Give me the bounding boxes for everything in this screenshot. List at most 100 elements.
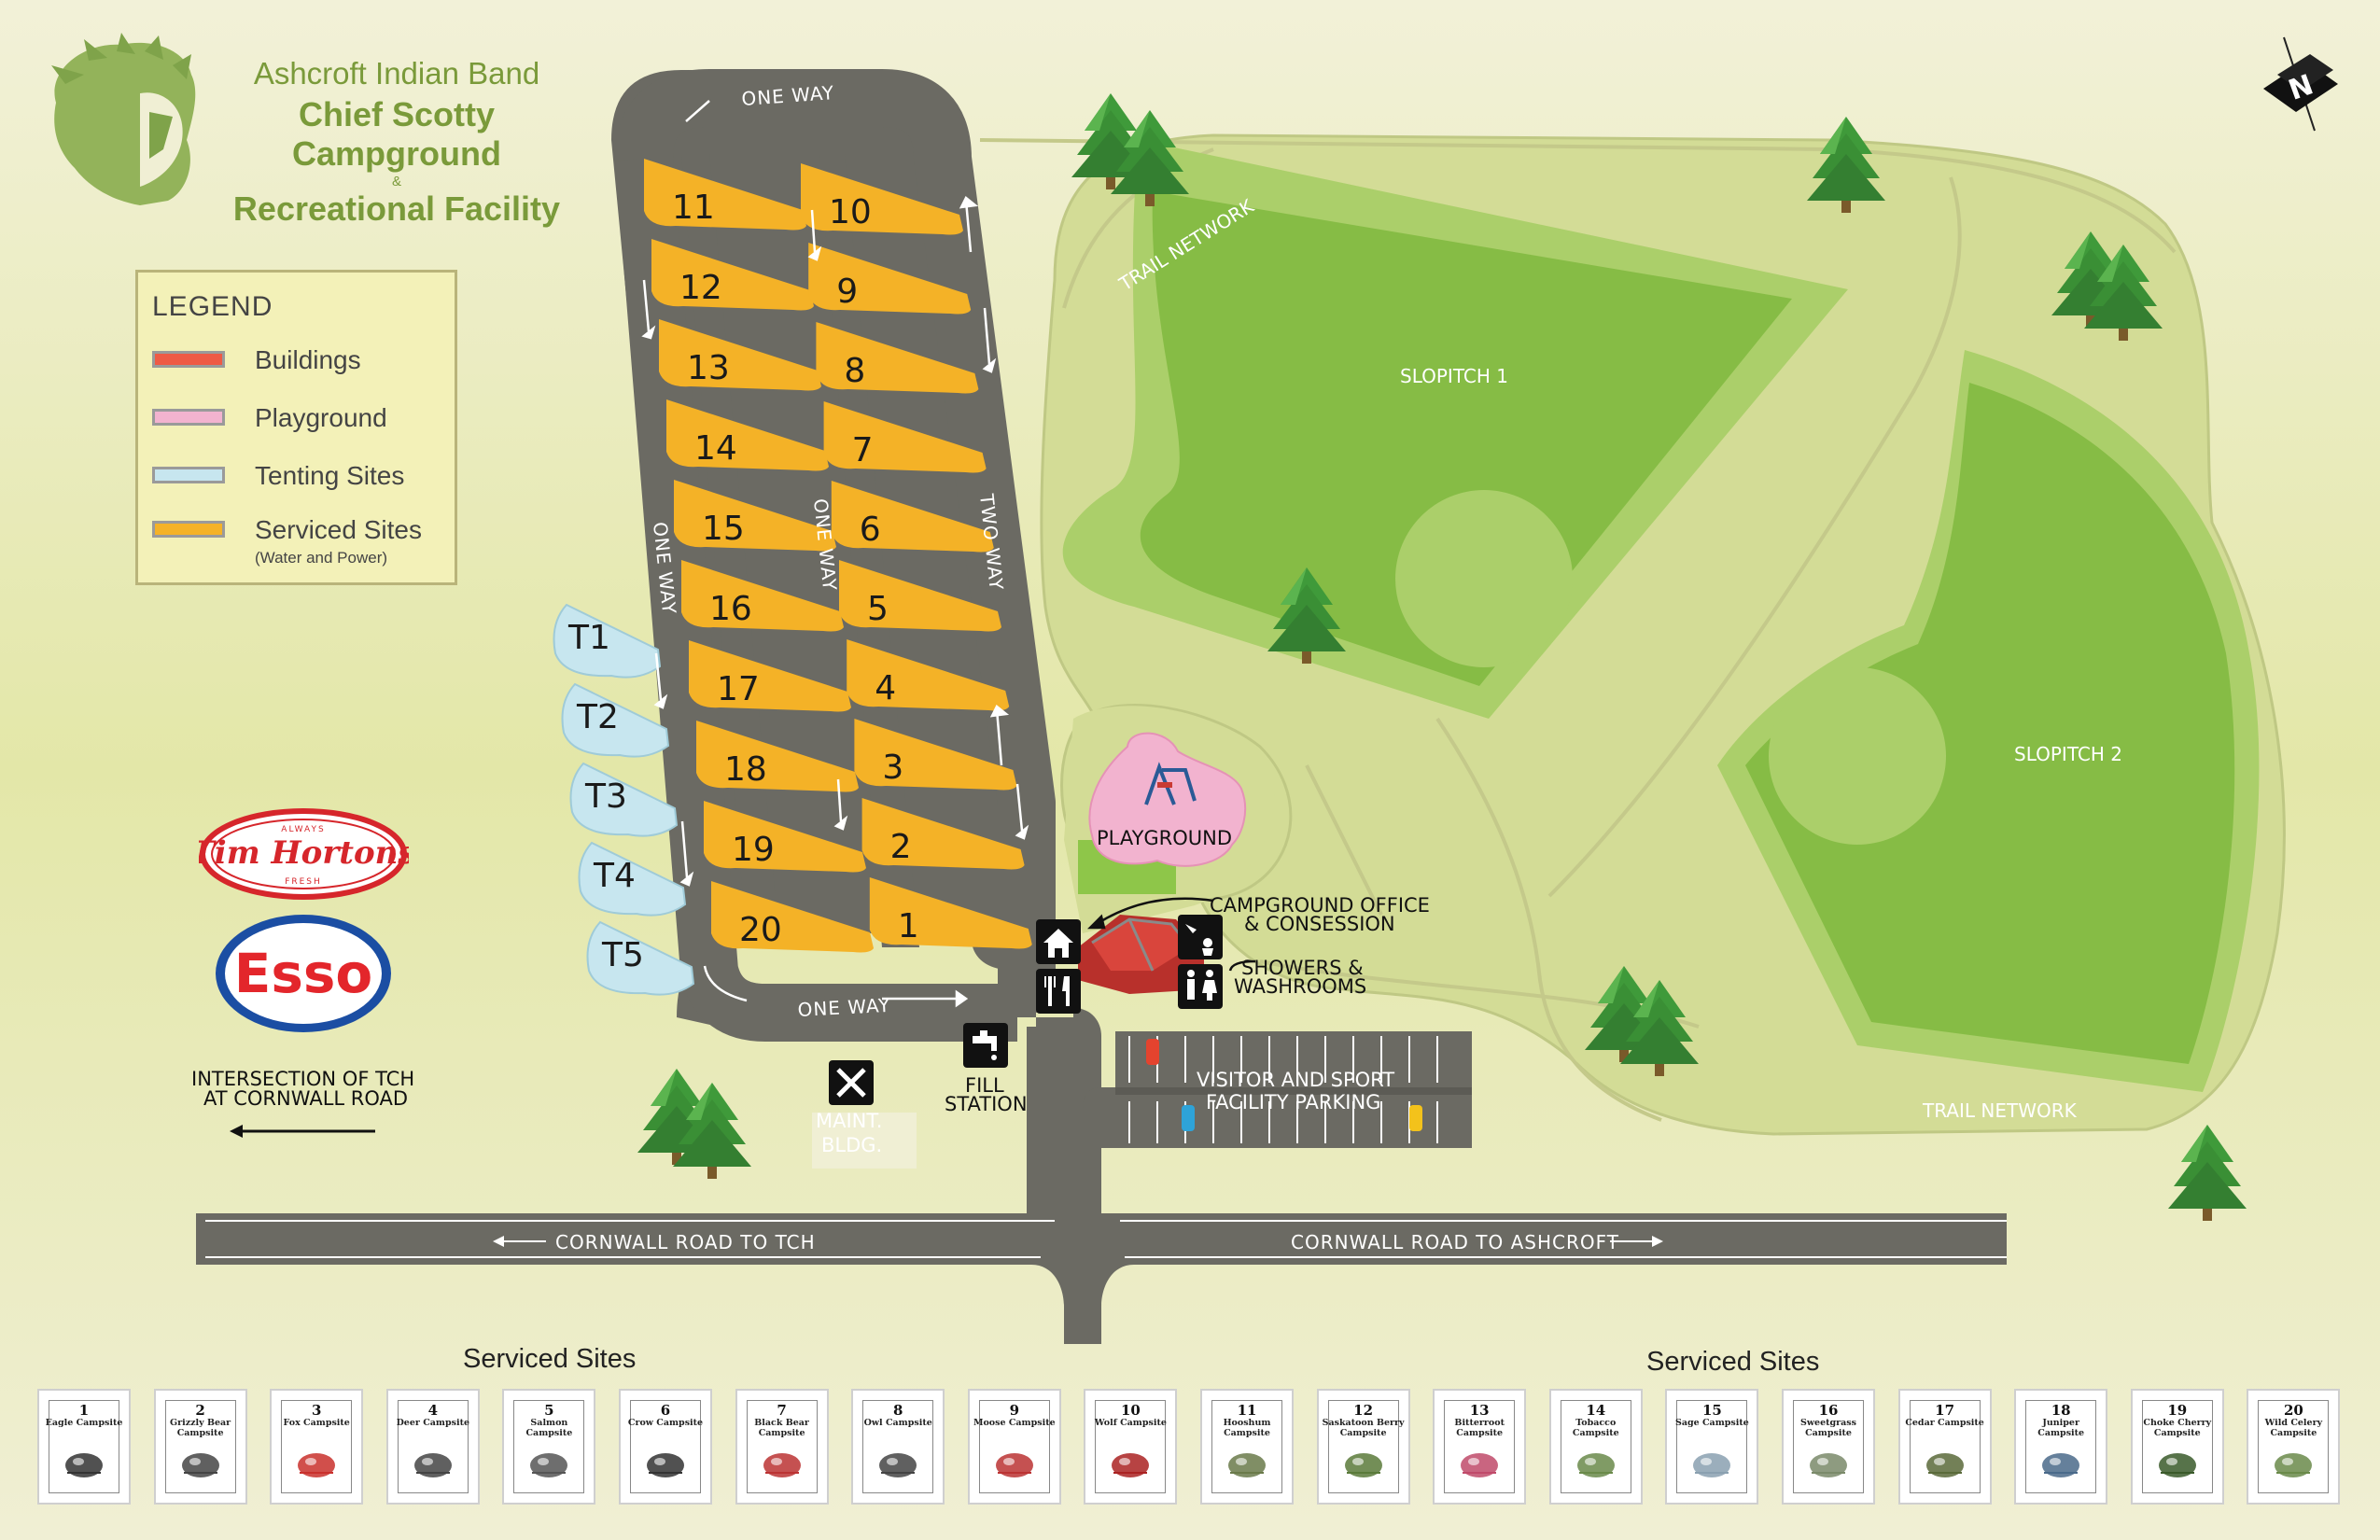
pine-tree-icon xyxy=(1267,567,1346,664)
serviced-site-4[interactable] xyxy=(847,639,1010,711)
site-number-label: 8 xyxy=(844,352,865,390)
card-campsite-name: Saskatoon Berry Campsite xyxy=(1322,1418,1405,1438)
serviced-site-12[interactable] xyxy=(651,239,814,311)
serviced-site-5[interactable] xyxy=(839,560,1001,632)
serviced-site-2[interactable] xyxy=(861,798,1025,870)
card-number: 3 xyxy=(311,1402,322,1419)
cedar-branch-icon xyxy=(1925,1453,1964,1477)
legend-label: Tenting Sites xyxy=(255,461,405,490)
direction-arrows xyxy=(641,100,1029,1008)
card-number: 8 xyxy=(892,1402,903,1419)
site-number-label: 1 xyxy=(898,907,919,945)
site-number-label: 18 xyxy=(724,750,767,789)
site-number-label: 19 xyxy=(732,831,775,869)
serviced-site-1[interactable] xyxy=(869,877,1032,949)
tent-site-label: T4 xyxy=(593,857,636,895)
site-number-label: 17 xyxy=(717,670,760,708)
serviced-site-17[interactable] xyxy=(689,640,851,712)
washroom-icon xyxy=(1178,964,1223,1009)
tobacco-plant-icon xyxy=(1576,1453,1615,1477)
tent-site-t4[interactable] xyxy=(578,841,687,917)
card-campsite-name: Crow Campsite xyxy=(627,1418,704,1428)
card-border xyxy=(978,1400,1050,1493)
playground-area: PLAYGROUND xyxy=(1088,732,1247,867)
shower-icon xyxy=(1178,915,1223,959)
card-border xyxy=(1327,1400,1399,1493)
card-border xyxy=(1211,1400,1282,1493)
card-number: 16 xyxy=(1818,1402,1839,1419)
card-campsite-name: Hooshum Campsite xyxy=(1223,1418,1271,1438)
site-number-label: 10 xyxy=(829,193,872,231)
card-number: 1 xyxy=(78,1402,90,1419)
cornwall-road-labels: CORNWALL ROAD TO TCH CORNWALL ROAD TO AS… xyxy=(493,1231,1663,1253)
card-number: 20 xyxy=(2283,1402,2303,1419)
site-number-label: 4 xyxy=(875,669,896,707)
serviced-sites-title-right: Serviced Sites xyxy=(1646,1347,1820,1377)
maint-label-line1: MAINT. xyxy=(816,1110,882,1132)
card-border xyxy=(862,1400,934,1493)
site-number-label: 6 xyxy=(860,511,881,549)
serviced-site-14[interactable] xyxy=(666,399,829,471)
card-number: 9 xyxy=(1009,1402,1020,1419)
tim-hortons-logo: ALWAYS Tim Hortons FRESH xyxy=(199,808,409,900)
tent-site-t2[interactable] xyxy=(561,682,670,758)
card-number: 7 xyxy=(777,1402,787,1419)
saskatoon-berry-icon xyxy=(1344,1453,1382,1477)
serviced-site-19[interactable] xyxy=(704,801,866,873)
card-campsite-name: Moose Campsite xyxy=(973,1418,1056,1428)
serviced-site-10[interactable] xyxy=(801,163,963,235)
sweetgrass-icon xyxy=(1810,1453,1847,1477)
esso-logo: Esso xyxy=(216,915,391,1032)
road-edge-lines xyxy=(205,1220,2007,1258)
parking-lot xyxy=(1036,1031,1472,1148)
serviced-site-6[interactable] xyxy=(831,481,994,553)
serviced-site-9[interactable] xyxy=(808,243,972,315)
card-campsite-name: Deer Campsite xyxy=(396,1418,470,1428)
eagle-icon xyxy=(65,1453,103,1477)
card-border xyxy=(281,1400,353,1493)
serviced-site-7[interactable] xyxy=(823,401,987,473)
serviced-site-11[interactable] xyxy=(644,159,806,231)
maint-label-line2: BLDG. xyxy=(821,1134,882,1156)
serviced-site-15[interactable] xyxy=(674,480,836,552)
trail-network-label-bottom: TRAIL NETWORK xyxy=(1922,1099,2078,1122)
card-campsite-name: Black Bear Campsite xyxy=(754,1418,809,1438)
card-campsite-name: Wild Celery Campsite xyxy=(2264,1418,2323,1438)
tent-site-t5[interactable] xyxy=(586,920,695,996)
tent-site-t1[interactable] xyxy=(553,603,662,679)
card-border xyxy=(2025,1400,2097,1493)
card-campsite-name: Juniper Campsite xyxy=(2037,1418,2085,1438)
serviced-site-20[interactable] xyxy=(711,881,874,953)
serviced-site-3[interactable] xyxy=(854,719,1017,791)
tent-site-t3[interactable] xyxy=(569,762,679,837)
site-number-label: 5 xyxy=(867,590,889,628)
site-number-label: 11 xyxy=(672,189,715,227)
legend-label: Playground xyxy=(255,403,387,432)
serviced-site-18[interactable] xyxy=(696,721,859,792)
site-number-label: 20 xyxy=(739,911,782,949)
card-border xyxy=(746,1400,818,1493)
yellow-car-icon xyxy=(1409,1105,1422,1131)
parking-label-line1: VISITOR AND SPORT xyxy=(1197,1069,1394,1091)
serviced-site-8[interactable] xyxy=(816,322,979,394)
serviced-site-16[interactable] xyxy=(681,560,844,632)
site-number-label: 12 xyxy=(679,269,722,307)
card-number: 18 xyxy=(2051,1402,2071,1419)
playground-label: PLAYGROUND xyxy=(1097,827,1232,849)
crow-icon xyxy=(647,1453,684,1477)
serviced-site-13[interactable] xyxy=(659,319,821,391)
card-number: 14 xyxy=(1586,1402,1606,1419)
card-number: 13 xyxy=(1469,1402,1490,1419)
swing-icon xyxy=(1144,762,1197,805)
